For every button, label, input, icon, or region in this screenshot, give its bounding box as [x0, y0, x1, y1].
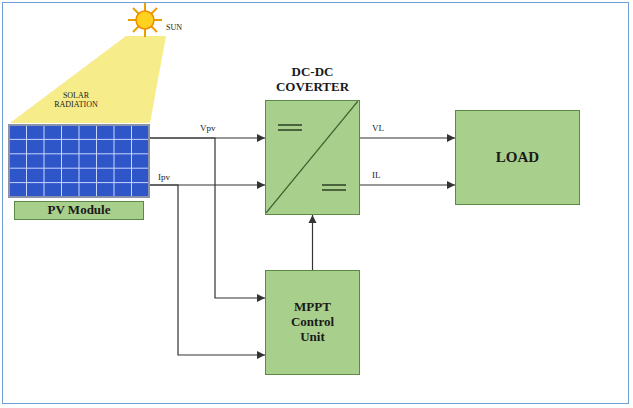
sun-icon	[128, 3, 162, 37]
current-signal: Ipv	[157, 173, 171, 183]
box-label: LOAD	[496, 149, 539, 166]
load-box: LOAD	[455, 110, 580, 205]
control-box: MPPT Control Unit	[265, 270, 360, 375]
signal-wire	[360, 184, 455, 185]
signal-wire	[360, 137, 455, 138]
sun-disc	[136, 11, 154, 29]
sun-label: SUN	[159, 24, 189, 33]
module-label: PV Module	[14, 201, 144, 220]
solar-panel	[8, 124, 150, 200]
pv-module: PV Module	[8, 122, 150, 220]
converter-symbol	[266, 101, 358, 213]
current-signal: IL	[371, 171, 382, 181]
converter-heading: DC-DC COVERTER	[251, 65, 374, 101]
converter-box: DC-DC COVERTER	[265, 100, 360, 215]
signal-wire	[312, 215, 313, 270]
box-label: MPPT Control Unit	[282, 300, 344, 345]
solar-beam	[10, 36, 166, 123]
voltage-signal: VL	[371, 124, 385, 134]
voltage-signal: Vpv	[199, 124, 217, 134]
signal-wire	[150, 185, 265, 355]
signal-wire	[150, 138, 265, 298]
radiation-label: SOLAR RADIATION	[42, 92, 110, 110]
